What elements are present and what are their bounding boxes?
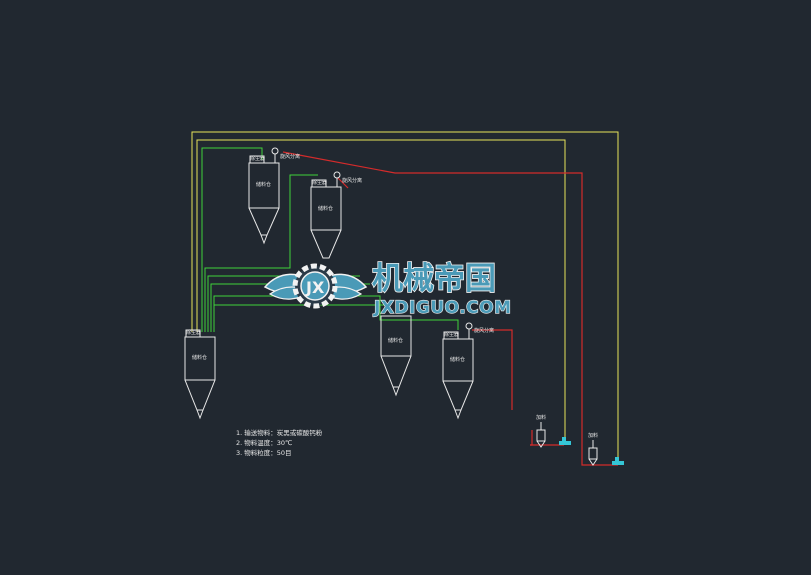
red-return-lines	[282, 151, 618, 466]
watermark-subtitle: JXDIGUO.COM	[373, 298, 512, 318]
silo-bottom-right-label: 储料仓	[450, 356, 465, 363]
silo-bottom-right	[442, 322, 474, 420]
green-line-5	[213, 295, 459, 332]
green-line-2	[204, 174, 318, 332]
note-line-1: 1. 输送物料：炭黑或碳酸钙粉	[236, 428, 323, 437]
silo-left-large-label: 储料仓	[192, 354, 207, 361]
yellow-line-inner	[196, 139, 566, 440]
note-line-2: 2. 物料温度：30℃	[236, 438, 292, 447]
silo-top-left-label: 储料仓	[256, 181, 271, 188]
silo-bottom-right-filter-label: 除尘器	[444, 331, 459, 338]
watermark-logo: JX 机械帝国 JXDIGUO.COM	[263, 260, 512, 319]
green-conveying-lines	[201, 147, 459, 332]
silo-top-mid-separator-label: 旋风分离	[342, 177, 362, 184]
svg-text:JX: JX	[305, 278, 325, 297]
watermark-title: 机械帝国	[372, 261, 496, 297]
feeder-1-valve	[559, 437, 571, 445]
silo-bottom-right-separator-label: 旋风分离	[474, 327, 494, 334]
note-line-3: 3. 物料粒度：50目	[236, 448, 292, 457]
silo-top-mid-label: 储料仓	[318, 205, 333, 212]
feeder-2-label: 加料	[588, 432, 598, 439]
red-line-top	[282, 151, 618, 466]
silo-bottom-mid	[380, 315, 412, 397]
silo-top-mid	[310, 171, 342, 259]
silo-left-large-filter-label: 除尘器	[186, 329, 201, 336]
feeder-1-label: 加料	[536, 414, 546, 421]
red-line-bottom	[472, 329, 513, 410]
silo-bottom-mid-label: 储料仓	[388, 337, 403, 344]
silo-left-large	[184, 329, 216, 420]
yellow-line-outer	[191, 131, 619, 460]
feeder-2-valve	[612, 457, 624, 465]
red-line-feeder1b	[530, 430, 533, 446]
green-line-1	[201, 147, 263, 332]
silo-top-left-filter-label: 除尘器	[250, 155, 265, 162]
silo-top-left	[248, 147, 280, 245]
gear-wings-icon: JX	[263, 263, 368, 309]
yellow-conveying-lines	[191, 131, 619, 460]
red-line-mid	[337, 177, 349, 189]
silo-top-mid-filter-label: 除尘器	[312, 179, 327, 186]
feeder-2	[588, 440, 598, 466]
feeder-1	[536, 422, 546, 448]
silo-top-left-separator-label: 旋风分离	[280, 153, 300, 160]
